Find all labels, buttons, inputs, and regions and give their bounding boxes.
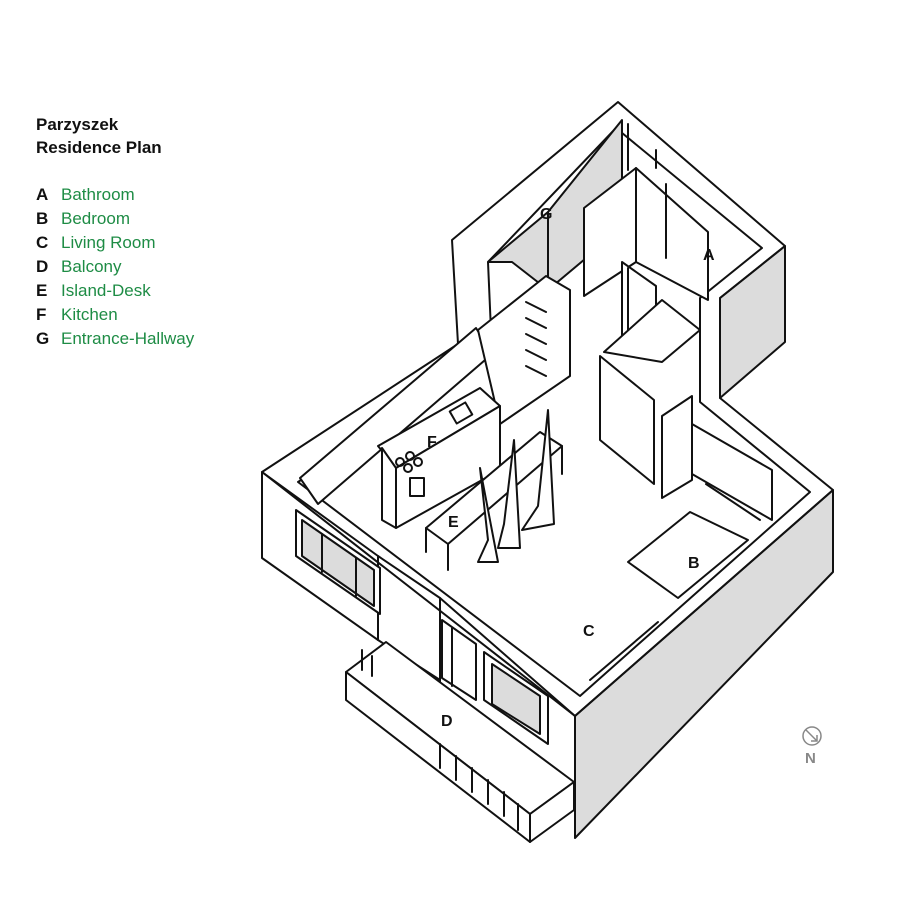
- legend-name: Bathroom: [61, 185, 135, 204]
- bathroom-inner-right-wall: [635, 167, 709, 301]
- balcony-railing-bars: [361, 649, 519, 831]
- label-e: E: [448, 514, 459, 531]
- legend-name: Bedroom: [61, 209, 130, 228]
- compass: N: [802, 726, 822, 767]
- bed: [627, 511, 749, 599]
- legend-letter: C: [36, 233, 49, 252]
- burner: [403, 463, 413, 473]
- label-c: C: [583, 623, 595, 640]
- oven: [409, 477, 425, 497]
- legend-name: Balcony: [61, 257, 122, 276]
- inner-wall-line: [297, 127, 811, 697]
- apartment-outline: [261, 101, 834, 717]
- legend-item-bathroom: A Bathroom: [36, 183, 194, 207]
- bedroom-dresser: [705, 483, 761, 521]
- bedroom-wardrobe-wall: [661, 395, 693, 499]
- wall-shelves: [525, 301, 547, 377]
- kitchen-sink: [448, 401, 474, 425]
- room-labels: A B C D E F G: [427, 206, 715, 730]
- bathroom-exterior-wall: [719, 245, 786, 399]
- pendant-lights: [477, 409, 555, 563]
- legend-item-kitchen: F Kitchen: [36, 303, 194, 327]
- south-window: [483, 651, 549, 745]
- burner: [405, 451, 415, 461]
- partition-wall-top: [603, 299, 701, 363]
- legend-name: Kitchen: [61, 305, 118, 324]
- legend-letter: A: [36, 185, 49, 204]
- legend-letter: G: [36, 329, 50, 348]
- plan-title-line2: Residence Plan: [36, 138, 162, 157]
- legend-letter: E: [36, 281, 48, 300]
- hallway-left-wall: [487, 211, 549, 291]
- bedroom-wardrobe: [691, 423, 773, 521]
- cooktop: [395, 451, 423, 473]
- burner: [395, 457, 405, 467]
- compass-north-label: N: [805, 750, 816, 767]
- legend-item-bedroom: B Bedroom: [36, 207, 194, 231]
- legend-item-living-room: C Living Room: [36, 231, 194, 255]
- legend-name: Island-Desk: [61, 281, 151, 300]
- west-window: [295, 509, 381, 615]
- plan-title-line1: Parzyszek: [36, 115, 119, 134]
- label-a: A: [703, 247, 715, 264]
- plan-legend: Parzyszek Residence Plan A Bathroom B Bedr…: [36, 113, 194, 351]
- legend-item-balcony: D Balcony: [36, 255, 194, 279]
- label-d: D: [441, 713, 453, 730]
- balcony-door: [441, 619, 477, 701]
- legend-list: A Bathroom B Bedroom C Living Room D Balcony…: [36, 183, 194, 351]
- legend-item-island-desk: E Island-Desk: [36, 279, 194, 303]
- label-g: G: [540, 206, 552, 223]
- legend-letter: D: [36, 257, 49, 276]
- legend-letter: B: [36, 209, 49, 228]
- partition-wall-front: [599, 355, 655, 485]
- legend-name: Living Room: [61, 233, 156, 252]
- plan-title: Parzyszek Residence Plan: [36, 113, 194, 159]
- compass-arrow-icon: [802, 726, 822, 746]
- bedroom-floor-edge: [589, 621, 659, 681]
- label-b: B: [688, 555, 700, 572]
- label-f: F: [427, 434, 437, 451]
- legend-letter: F: [36, 305, 47, 324]
- legend-name: Entrance-Hallway: [61, 329, 195, 348]
- burner: [413, 457, 423, 467]
- balcony-railing-side: [529, 781, 575, 843]
- legend-item-entrance-hallway: G Entrance-Hallway: [36, 327, 194, 351]
